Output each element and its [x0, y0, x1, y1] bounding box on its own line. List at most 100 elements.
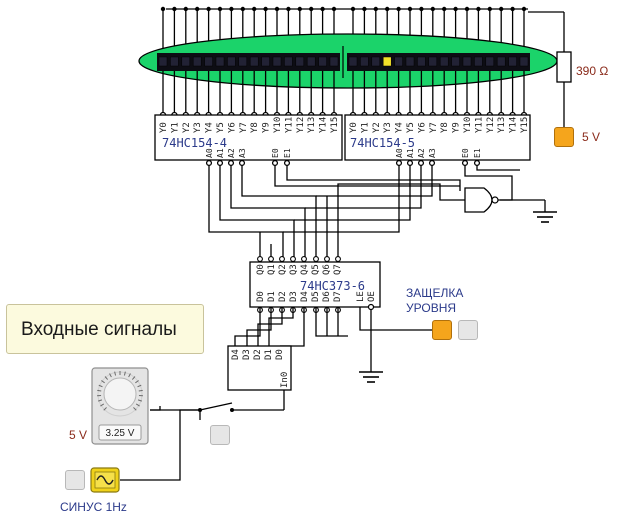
led-strip-right	[347, 53, 530, 71]
pin-label: E0	[461, 148, 470, 158]
decoder-left-name: 74HC154-4	[162, 136, 227, 150]
pin-label: Q0	[256, 264, 266, 275]
pin-label: Y9	[262, 122, 272, 133]
pin-label: A3	[428, 148, 437, 158]
pin-label: D4	[231, 349, 241, 360]
led-segment	[272, 56, 282, 67]
led-segment	[394, 56, 403, 67]
gate-inverter-bubble	[491, 196, 499, 204]
pin-label: D6	[322, 291, 332, 302]
selector-switch[interactable]	[150, 402, 284, 420]
pin-label: Y12	[486, 117, 496, 133]
led-segment	[192, 56, 202, 67]
pin-label: Y15	[330, 117, 340, 133]
knob-wire	[150, 406, 161, 411]
led-segment	[462, 56, 472, 67]
led-segment	[405, 56, 415, 67]
decoder-right-chip	[344, 114, 531, 161]
pin-label: D1	[264, 349, 274, 360]
sine-label: СИНУС 1Hz	[60, 500, 127, 514]
pin-label: Y9	[452, 122, 462, 133]
latch-button-label-1: ЗАЩЕЛКА	[406, 286, 464, 300]
led-segment	[485, 56, 495, 67]
pin-label: Y12	[296, 117, 306, 133]
led-segment	[249, 56, 259, 67]
led-segment	[474, 56, 483, 67]
pin-label: Y5	[216, 122, 226, 133]
input-signals-panel: Входные сигналы	[6, 304, 204, 354]
pin-label: Q4	[300, 264, 310, 275]
supply-5v-label: 5 V	[582, 130, 601, 144]
knob-ticks	[97, 371, 143, 411]
pin-label: Y6	[227, 122, 237, 133]
pin-label: E1	[283, 148, 292, 158]
pin-label: D3	[242, 349, 252, 360]
led-segment	[519, 56, 529, 67]
latch-bottom-wires	[234, 307, 430, 372]
pin-label: LE	[356, 291, 366, 302]
led-segments	[158, 56, 529, 67]
pin-label: Y11	[474, 117, 484, 133]
led-segment	[360, 56, 369, 67]
knob-readout: 3.25 V	[106, 428, 135, 439]
pin-label: D2	[278, 291, 288, 302]
led-segment	[417, 56, 426, 67]
pin-label: Y1	[170, 122, 180, 133]
latch-level-button[interactable]	[432, 320, 452, 340]
led-segment	[295, 56, 305, 67]
led-segment	[318, 56, 327, 67]
pin-label: D0	[256, 291, 266, 302]
pin-label: Y2	[372, 122, 382, 133]
led-segment	[215, 56, 225, 67]
pin-label: Y14	[319, 117, 329, 133]
pin-label: Y0	[159, 122, 169, 133]
pin-label: Y13	[497, 117, 507, 133]
knob-handle[interactable]	[103, 377, 137, 411]
led-segment	[181, 56, 191, 67]
latch-chip	[249, 261, 381, 308]
pin-label: Y10	[273, 117, 283, 133]
pin-label: Q1	[267, 264, 277, 275]
knob-readout-box	[98, 424, 142, 441]
sine-toggle-button[interactable]	[65, 470, 85, 490]
led-segment	[371, 56, 381, 67]
pin-label: E1	[473, 148, 482, 158]
pin-label: E0	[271, 148, 280, 158]
led-segment	[508, 56, 517, 67]
knob-5v-label: 5 V	[69, 428, 88, 442]
led-segment	[439, 56, 449, 67]
led-segment	[382, 56, 392, 67]
latch-level-toggle[interactable]	[458, 320, 478, 340]
latch-button-label-2: УРОВНЯ	[406, 301, 457, 315]
pin-label: D7	[333, 291, 343, 302]
oe-bubble	[367, 303, 375, 311]
pin-label: D2	[253, 349, 263, 360]
pin-label: Y1	[360, 122, 370, 133]
pin-label: Y4	[395, 122, 405, 133]
supply-5v-button[interactable]	[554, 127, 574, 147]
pin-label: A2	[227, 148, 236, 158]
pin-label: Y11	[284, 117, 294, 133]
pin-label: Q6	[322, 264, 332, 275]
led-segment	[451, 56, 460, 67]
resistor-390[interactable]	[556, 51, 572, 83]
adc-chip	[227, 345, 292, 391]
pin-label: Q3	[289, 264, 299, 275]
pin-label: Y6	[417, 122, 427, 133]
pin-label: Y7	[239, 122, 249, 133]
pin-label: Y15	[520, 117, 530, 133]
pin-label: Q7	[333, 264, 343, 275]
pin-label: A1	[406, 148, 415, 158]
pin-label: A3	[238, 148, 247, 158]
pin-label: Y8	[250, 122, 260, 133]
switch-contact	[230, 408, 234, 412]
sine-wire	[120, 409, 200, 481]
pin-label: A0	[395, 148, 404, 158]
ground-symbol-latch	[359, 371, 383, 383]
led-segment	[204, 56, 213, 67]
switch-toggle-button[interactable]	[210, 425, 230, 445]
pin-label: Q2	[278, 264, 288, 275]
pin-label: OE	[367, 291, 377, 302]
